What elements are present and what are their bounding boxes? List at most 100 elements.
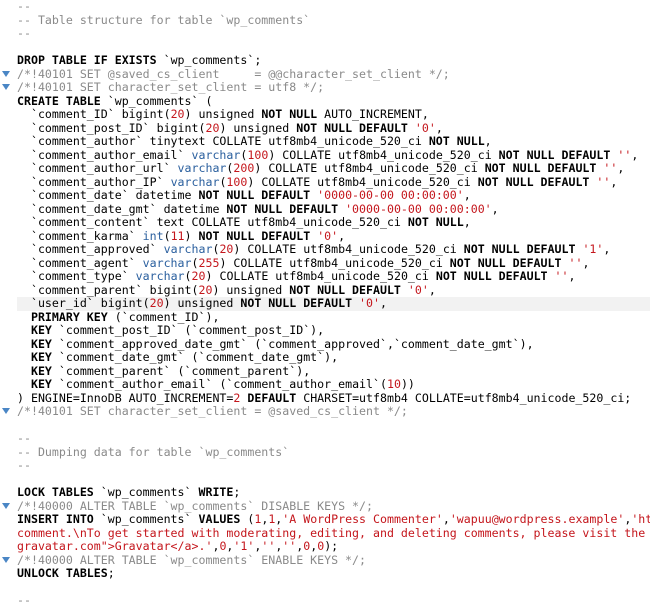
code-line[interactable]: /*!40000 ALTER TABLE `wp_comments` ENABL… — [2, 553, 650, 568]
code-line[interactable]: -- — [17, 593, 650, 607]
code-line[interactable]: `comment_post_ID` bigint(20) unsigned NO… — [17, 120, 650, 136]
code-token: ) COLLATE utf8mb4_unicode_520_ci — [247, 174, 478, 189]
code-token: '0' — [359, 296, 380, 310]
code-token: , — [617, 161, 625, 175]
code-line[interactable]: -- — [17, 26, 650, 41]
code-token — [17, 364, 31, 378]
code-token: ( — [163, 228, 171, 243]
code-token: `comment_type` — [17, 269, 136, 283]
code-token: , — [582, 255, 590, 270]
code-line[interactable]: `user_id` bigint(20) unsigned NOT NULL D… — [17, 296, 650, 311]
code-line[interactable]: comment.\nTo get started with moderating… — [17, 526, 650, 541]
fold-toggle-icon[interactable] — [2, 502, 10, 509]
code-line[interactable]: INSERT INTO `wp_comments` VALUES (1,1,'A… — [17, 512, 650, 527]
code-token: NOT NULL DEFAULT — [449, 255, 562, 270]
code-line[interactable]: LOCK TABLES `wp_comments` WRITE; — [17, 485, 650, 500]
code-token: `comment_content` text COLLATE utf8mb4_u… — [17, 215, 408, 229]
fold-toggle-icon[interactable] — [2, 408, 10, 414]
code-token: , — [435, 120, 443, 135]
code-token: 20 — [170, 107, 185, 121]
code-token: VALUES — [198, 512, 241, 526]
code-token: 20 — [198, 282, 213, 297]
code-line[interactable]: -- — [17, 431, 650, 446]
code-token: /*!40000 ALTER TABLE `wp_comments` DISAB… — [17, 498, 373, 513]
code-line[interactable]: `comment_agent` varchar(255) COLLATE utf… — [17, 255, 650, 271]
code-line[interactable]: /*!40101 SET character_set_client = utf8… — [2, 80, 650, 95]
code-token: ) unsigned — [163, 296, 241, 310]
code-line[interactable]: `comment_parent` bigint(20) unsigned NOT… — [17, 282, 650, 298]
code-token: 100 — [247, 147, 269, 162]
code-token: 255 — [198, 255, 220, 270]
code-line[interactable]: `comment_ID` bigint(20) unsigned NOT NUL… — [17, 107, 650, 122]
code-token: INSERT INTO — [17, 512, 94, 526]
code-line[interactable]: `comment_author` tinytext COLLATE utf8mb… — [17, 134, 650, 149]
code-token: '' — [596, 174, 611, 189]
code-token: '' — [261, 539, 276, 553]
code-token: varchar — [135, 269, 185, 283]
code-line[interactable]: -- Dumping data for table `wp_comments` — [17, 445, 650, 460]
code-line[interactable]: `comment_approved` varchar(20) COLLATE u… — [17, 242, 650, 257]
code-line[interactable]: KEY `comment_post_ID` (`comment_post_ID`… — [17, 323, 650, 338]
fold-toggle-icon[interactable] — [2, 84, 10, 90]
code-line[interactable]: UNLOCK TABLES; — [17, 566, 650, 581]
code-line[interactable] — [17, 473, 650, 487]
code-token: '0' — [414, 120, 436, 135]
code-token: , — [610, 174, 618, 189]
code-line[interactable] — [17, 41, 650, 55]
code-line[interactable] — [17, 581, 650, 595]
code-line[interactable]: -- Table structure for table `wp_comment… — [17, 12, 650, 28]
code-line[interactable]: DROP TABLE IF EXISTS `wp_comments`; — [17, 53, 650, 68]
code-line[interactable]: /*!40000 ALTER TABLE `wp_comments` DISAB… — [2, 498, 650, 514]
code-token: varchar — [163, 242, 213, 256]
code-line[interactable]: -- — [17, 0, 650, 14]
code-line[interactable] — [17, 419, 650, 433]
code-line[interactable]: -- — [17, 458, 650, 473]
code-token: varchar — [191, 147, 241, 162]
code-line[interactable]: KEY `comment_parent` (`comment_parent`), — [17, 363, 650, 379]
code-token: KEY — [30, 363, 52, 378]
code-token: ) COLLATE utf8mb4_unicode_520_ci — [233, 242, 464, 256]
code-token: , — [212, 539, 220, 553]
code-token: , — [631, 147, 639, 162]
code-token: , — [463, 215, 471, 229]
code-token: ( — [219, 174, 227, 189]
code-line[interactable]: `comment_author_url` varchar(200) COLLAT… — [17, 161, 650, 176]
code-token: ) unsigned — [219, 120, 297, 135]
code-line[interactable]: KEY `comment_date_gmt` (`comment_date_gm… — [17, 350, 650, 365]
code-line[interactable]: `comment_content` text COLLATE utf8mb4_u… — [17, 215, 650, 230]
code-line[interactable]: `comment_date` datetime NOT NULL DEFAULT… — [17, 188, 650, 203]
code-token: ( — [240, 147, 248, 162]
code-token — [17, 310, 31, 324]
code-line[interactable]: /*!40101 SET @saved_cs_client = @@charac… — [2, 67, 650, 82]
code-line[interactable]: /*!40101 SET character_set_client = @sav… — [2, 404, 650, 419]
code-line[interactable]: KEY `comment_approved_date_gmt` (`commen… — [17, 337, 650, 352]
code-line[interactable]: gravatar.com">Gravatar</a>.',0,'1','',''… — [17, 539, 650, 554]
code-token: '1' — [233, 539, 255, 553]
code-token: `comment_approved` — [17, 242, 164, 256]
code-line[interactable]: CREATE TABLE `wp_comments` ( — [17, 93, 650, 109]
code-token: ) COLLATE utf8mb4_unicode_520_ci — [268, 147, 499, 162]
code-line[interactable]: KEY `comment_author_email` (`comment_aut… — [17, 377, 650, 392]
fold-toggle-icon[interactable] — [2, 70, 10, 77]
code-token: /*!40101 SET character_set_client = utf8… — [17, 80, 325, 94]
code-line[interactable]: `comment_type` varchar(20) COLLATE utf8m… — [17, 269, 650, 284]
code-line[interactable]: `comment_date_gmt` datetime NOT NULL DEF… — [17, 202, 650, 217]
code-token: CREATE TABLE — [17, 93, 101, 108]
code-token: `comment_post_ID` (`comment_post_ID`), — [51, 323, 325, 337]
code-token: ); — [324, 539, 339, 553]
code-line[interactable]: `comment_author_email` varchar(100) COLL… — [17, 147, 650, 163]
code-token: NOT NULL DEFAULT — [477, 174, 590, 189]
code-line[interactable]: ) ENGINE=InnoDB AUTO_INCREMENT=2 DEFAULT… — [17, 391, 650, 406]
code-token — [408, 121, 415, 135]
code-token: `comment_parent` bigint( — [17, 282, 199, 297]
code-line[interactable]: PRIMARY KEY (`comment_ID`), — [17, 310, 650, 325]
code-token: NOT NULL DEFAULT — [289, 282, 401, 297]
code-line[interactable]: `comment_author_IP` varchar(100) COLLATE… — [17, 174, 650, 190]
code-token: NOT NULL — [407, 215, 464, 229]
fold-toggle-icon[interactable] — [2, 556, 10, 563]
code-token: -- Table structure for table `wp_comment… — [17, 12, 311, 27]
code-token: NOT NULL — [261, 107, 318, 121]
code-line[interactable]: `comment_karma` int(11) NOT NULL DEFAULT… — [17, 228, 650, 244]
